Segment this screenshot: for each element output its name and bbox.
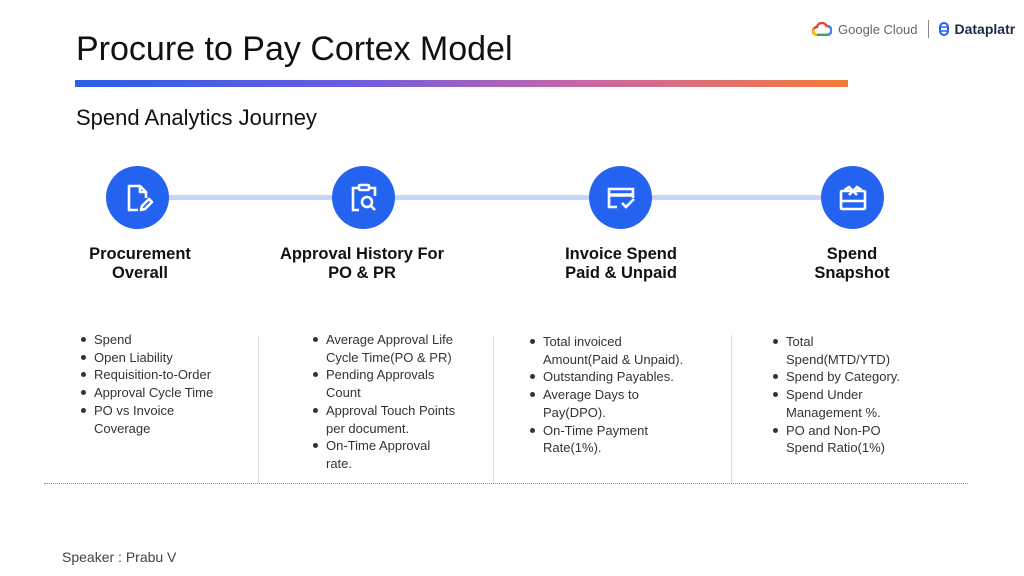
page-subtitle: Spend Analytics Journey — [76, 105, 317, 130]
column-divider — [258, 335, 259, 483]
stage-title-spend-snapshot: Spend Snapshot — [814, 245, 890, 282]
google-cloud-logo-text: Google Cloud — [838, 21, 918, 37]
list-item: Spend by Category. — [772, 368, 900, 386]
dotted-separator — [44, 483, 968, 484]
list-item: PO and Non-PO Spend Ratio(1%) — [772, 422, 900, 457]
snapshot-metrics-list: Total Spend(MTD/YTD) Spend by Category. … — [772, 333, 900, 457]
dataplatr-logo-text: Dataplatr — [954, 21, 1016, 37]
approval-metrics-list: Average Approval Life Cycle Time(PO & PR… — [312, 331, 455, 473]
list-item: Outstanding Payables. — [529, 368, 683, 386]
procurement-metrics-list: Spend Open Liability Requisition-to-Orde… — [80, 331, 213, 437]
gradient-divider — [75, 80, 848, 87]
list-item: PO vs Invoice Coverage — [80, 402, 213, 437]
stage-4-icon-circle — [821, 166, 884, 229]
invoice-metrics-list: Total invoiced Amount(Paid & Unpaid). Ou… — [529, 333, 683, 457]
list-item: On-Time Payment Rate(1%). — [529, 422, 683, 457]
google-cloud-icon — [812, 22, 832, 36]
list-item: Requisition-to-Order — [80, 366, 213, 384]
column-divider — [731, 335, 732, 483]
list-item: Open Liability — [80, 349, 213, 367]
stage-title-invoice-spend: Invoice Spend Paid & Unpaid — [565, 245, 677, 282]
list-item: Pending Approvals Count — [312, 366, 455, 401]
list-item: Average Approval Life Cycle Time(PO & PR… — [312, 331, 455, 366]
stage-title-approval-history: Approval History For PO & PR — [279, 245, 445, 282]
stage-2-icon-circle — [332, 166, 395, 229]
dataplatr-icon — [938, 22, 949, 36]
list-item: Approval Cycle Time — [80, 384, 213, 402]
stage-1-icon-circle — [106, 166, 169, 229]
list-item: Approval Touch Points per document. — [312, 402, 455, 437]
page-title: Procure to Pay Cortex Model — [76, 30, 513, 68]
list-item: Total Spend(MTD/YTD) — [772, 333, 900, 368]
logo-separator — [927, 20, 929, 38]
column-divider — [493, 335, 494, 483]
stage-3-icon-circle — [589, 166, 652, 229]
timeline-connector — [140, 195, 852, 200]
list-item: Average Days to Pay(DPO). — [529, 386, 683, 421]
clipboard-search-icon — [351, 183, 376, 211]
gift-card-icon — [839, 184, 866, 210]
list-item: Spend — [80, 331, 213, 349]
stage-title-procurement-overall: Procurement Overall — [89, 245, 191, 282]
list-item: On-Time Approval rate. — [312, 437, 455, 472]
logos: Google Cloud Dataplatr — [812, 20, 1015, 38]
speaker-label: Speaker : Prabu V — [62, 549, 177, 565]
list-item: Spend Under Management %. — [772, 386, 900, 421]
list-item: Total invoiced Amount(Paid & Unpaid). — [529, 333, 683, 368]
document-edit-icon — [127, 184, 153, 211]
card-check-icon — [607, 187, 635, 209]
